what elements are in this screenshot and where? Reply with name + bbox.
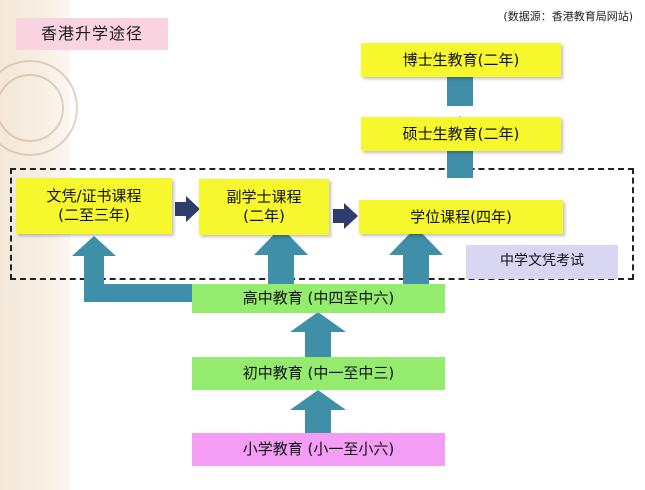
decorative-ring	[0, 74, 64, 142]
degree-box: 学位课程(四年)	[359, 200, 563, 234]
l-shaped-up-arrow	[72, 236, 196, 302]
senior-secondary-box: 高中教育 (中四至中六)	[192, 284, 445, 313]
associate-degree-box: 副学士课程 (二年)	[199, 179, 329, 235]
page-title: 香港升学途径	[16, 18, 168, 50]
decorative-ring	[0, 60, 78, 156]
primary-box: 小学教育 (小一至小六)	[192, 433, 445, 466]
up-arrow	[389, 227, 443, 286]
up-arrow	[290, 312, 346, 358]
up-arrow	[290, 390, 346, 433]
doctorate-box: 博士生教育(二年)	[361, 43, 561, 77]
right-arrow	[175, 196, 200, 222]
right-arrow	[333, 203, 358, 229]
up-arrow	[254, 227, 308, 286]
source-note: (数据源：香港教育局网站)	[503, 10, 633, 23]
dse-exam-label: 中学文凭考试	[466, 245, 618, 279]
masters-box: 硕士生教育(二年)	[361, 117, 561, 151]
dashed-frame	[10, 168, 634, 280]
junior-secondary-box: 初中教育 (中一至中三)	[192, 357, 445, 390]
diploma-box: 文凭/证书课程 (二至三年)	[16, 178, 172, 234]
